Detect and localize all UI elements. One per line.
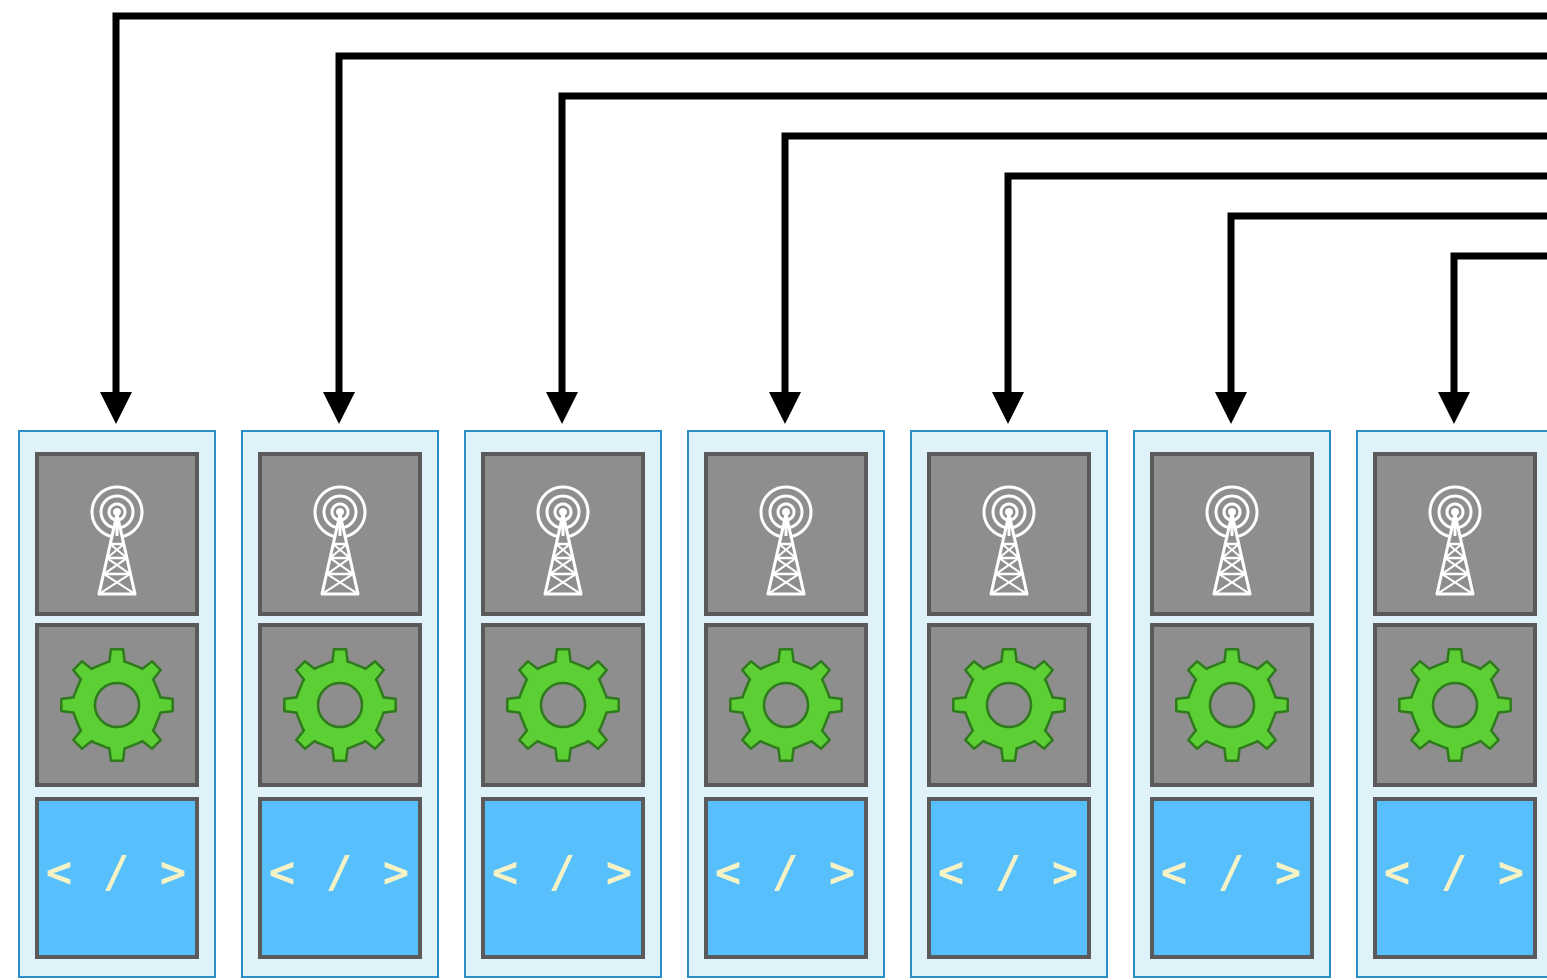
radio-tower-icon <box>759 485 813 596</box>
arrowhead <box>100 392 132 424</box>
code-slot: < / > <box>1373 797 1537 959</box>
code-icon: < / > <box>491 847 635 898</box>
antenna-slot <box>1373 452 1537 616</box>
gear-icon <box>1398 648 1512 762</box>
arrowhead <box>546 392 578 424</box>
code-slot: < / > <box>1150 797 1314 959</box>
arrowhead <box>992 392 1024 424</box>
server-unit[interactable]: < / > <box>18 430 216 978</box>
wire-line <box>1450 252 1547 394</box>
connection-arrow <box>769 132 1547 424</box>
arrowhead <box>769 392 801 424</box>
arrowhead <box>323 392 355 424</box>
server-unit[interactable]: < / > <box>910 430 1108 978</box>
wire-line <box>1227 212 1547 394</box>
connection-arrow <box>1215 212 1547 424</box>
server-unit[interactable]: < / > <box>1356 430 1547 978</box>
radio-tower-icon <box>1205 485 1259 596</box>
gear-slot <box>704 623 868 787</box>
gear-icon <box>60 648 174 762</box>
connection-arrow <box>323 52 1547 424</box>
gear-icon <box>283 648 397 762</box>
code-icon: < / > <box>1160 847 1304 898</box>
code-slot: < / > <box>481 797 645 959</box>
connection-arrow <box>992 172 1547 424</box>
code-icon: < / > <box>268 847 412 898</box>
gear-slot <box>927 623 1091 787</box>
gear-icon <box>1175 648 1289 762</box>
server-unit[interactable]: < / > <box>241 430 439 978</box>
arrowhead <box>1438 392 1470 424</box>
radio-tower-icon <box>1428 485 1482 596</box>
code-slot: < / > <box>258 797 422 959</box>
gear-icon <box>506 648 620 762</box>
gear-icon <box>952 648 1066 762</box>
connection-arrow <box>546 92 1547 424</box>
antenna-slot <box>1150 452 1314 616</box>
antenna-slot <box>704 452 868 616</box>
server-unit[interactable]: < / > <box>1133 430 1331 978</box>
radio-tower-icon <box>90 485 144 596</box>
code-icon: < / > <box>714 847 858 898</box>
code-icon: < / > <box>45 847 189 898</box>
connection-arrow <box>100 12 1547 424</box>
antenna-slot <box>35 452 199 616</box>
antenna-slot <box>481 452 645 616</box>
wire-line <box>781 132 1547 394</box>
antenna-slot <box>927 452 1091 616</box>
code-icon: < / > <box>937 847 1081 898</box>
wire-line <box>558 92 1547 394</box>
code-icon: < / > <box>1383 847 1527 898</box>
arrowhead <box>1215 392 1247 424</box>
wire-line <box>112 12 1547 394</box>
radio-tower-icon <box>313 485 367 596</box>
code-slot: < / > <box>35 797 199 959</box>
server-unit[interactable]: < / > <box>464 430 662 978</box>
gear-slot <box>1150 623 1314 787</box>
wire-line <box>1004 172 1547 394</box>
wire-line <box>335 52 1547 394</box>
code-slot: < / > <box>704 797 868 959</box>
code-slot: < / > <box>927 797 1091 959</box>
gear-slot <box>35 623 199 787</box>
gear-slot <box>258 623 422 787</box>
antenna-slot <box>258 452 422 616</box>
gear-icon <box>729 648 843 762</box>
radio-tower-icon <box>982 485 1036 596</box>
connection-arrow <box>1438 252 1547 424</box>
gear-slot <box>481 623 645 787</box>
radio-tower-icon <box>536 485 590 596</box>
gear-slot <box>1373 623 1537 787</box>
server-unit[interactable]: < / > <box>687 430 885 978</box>
